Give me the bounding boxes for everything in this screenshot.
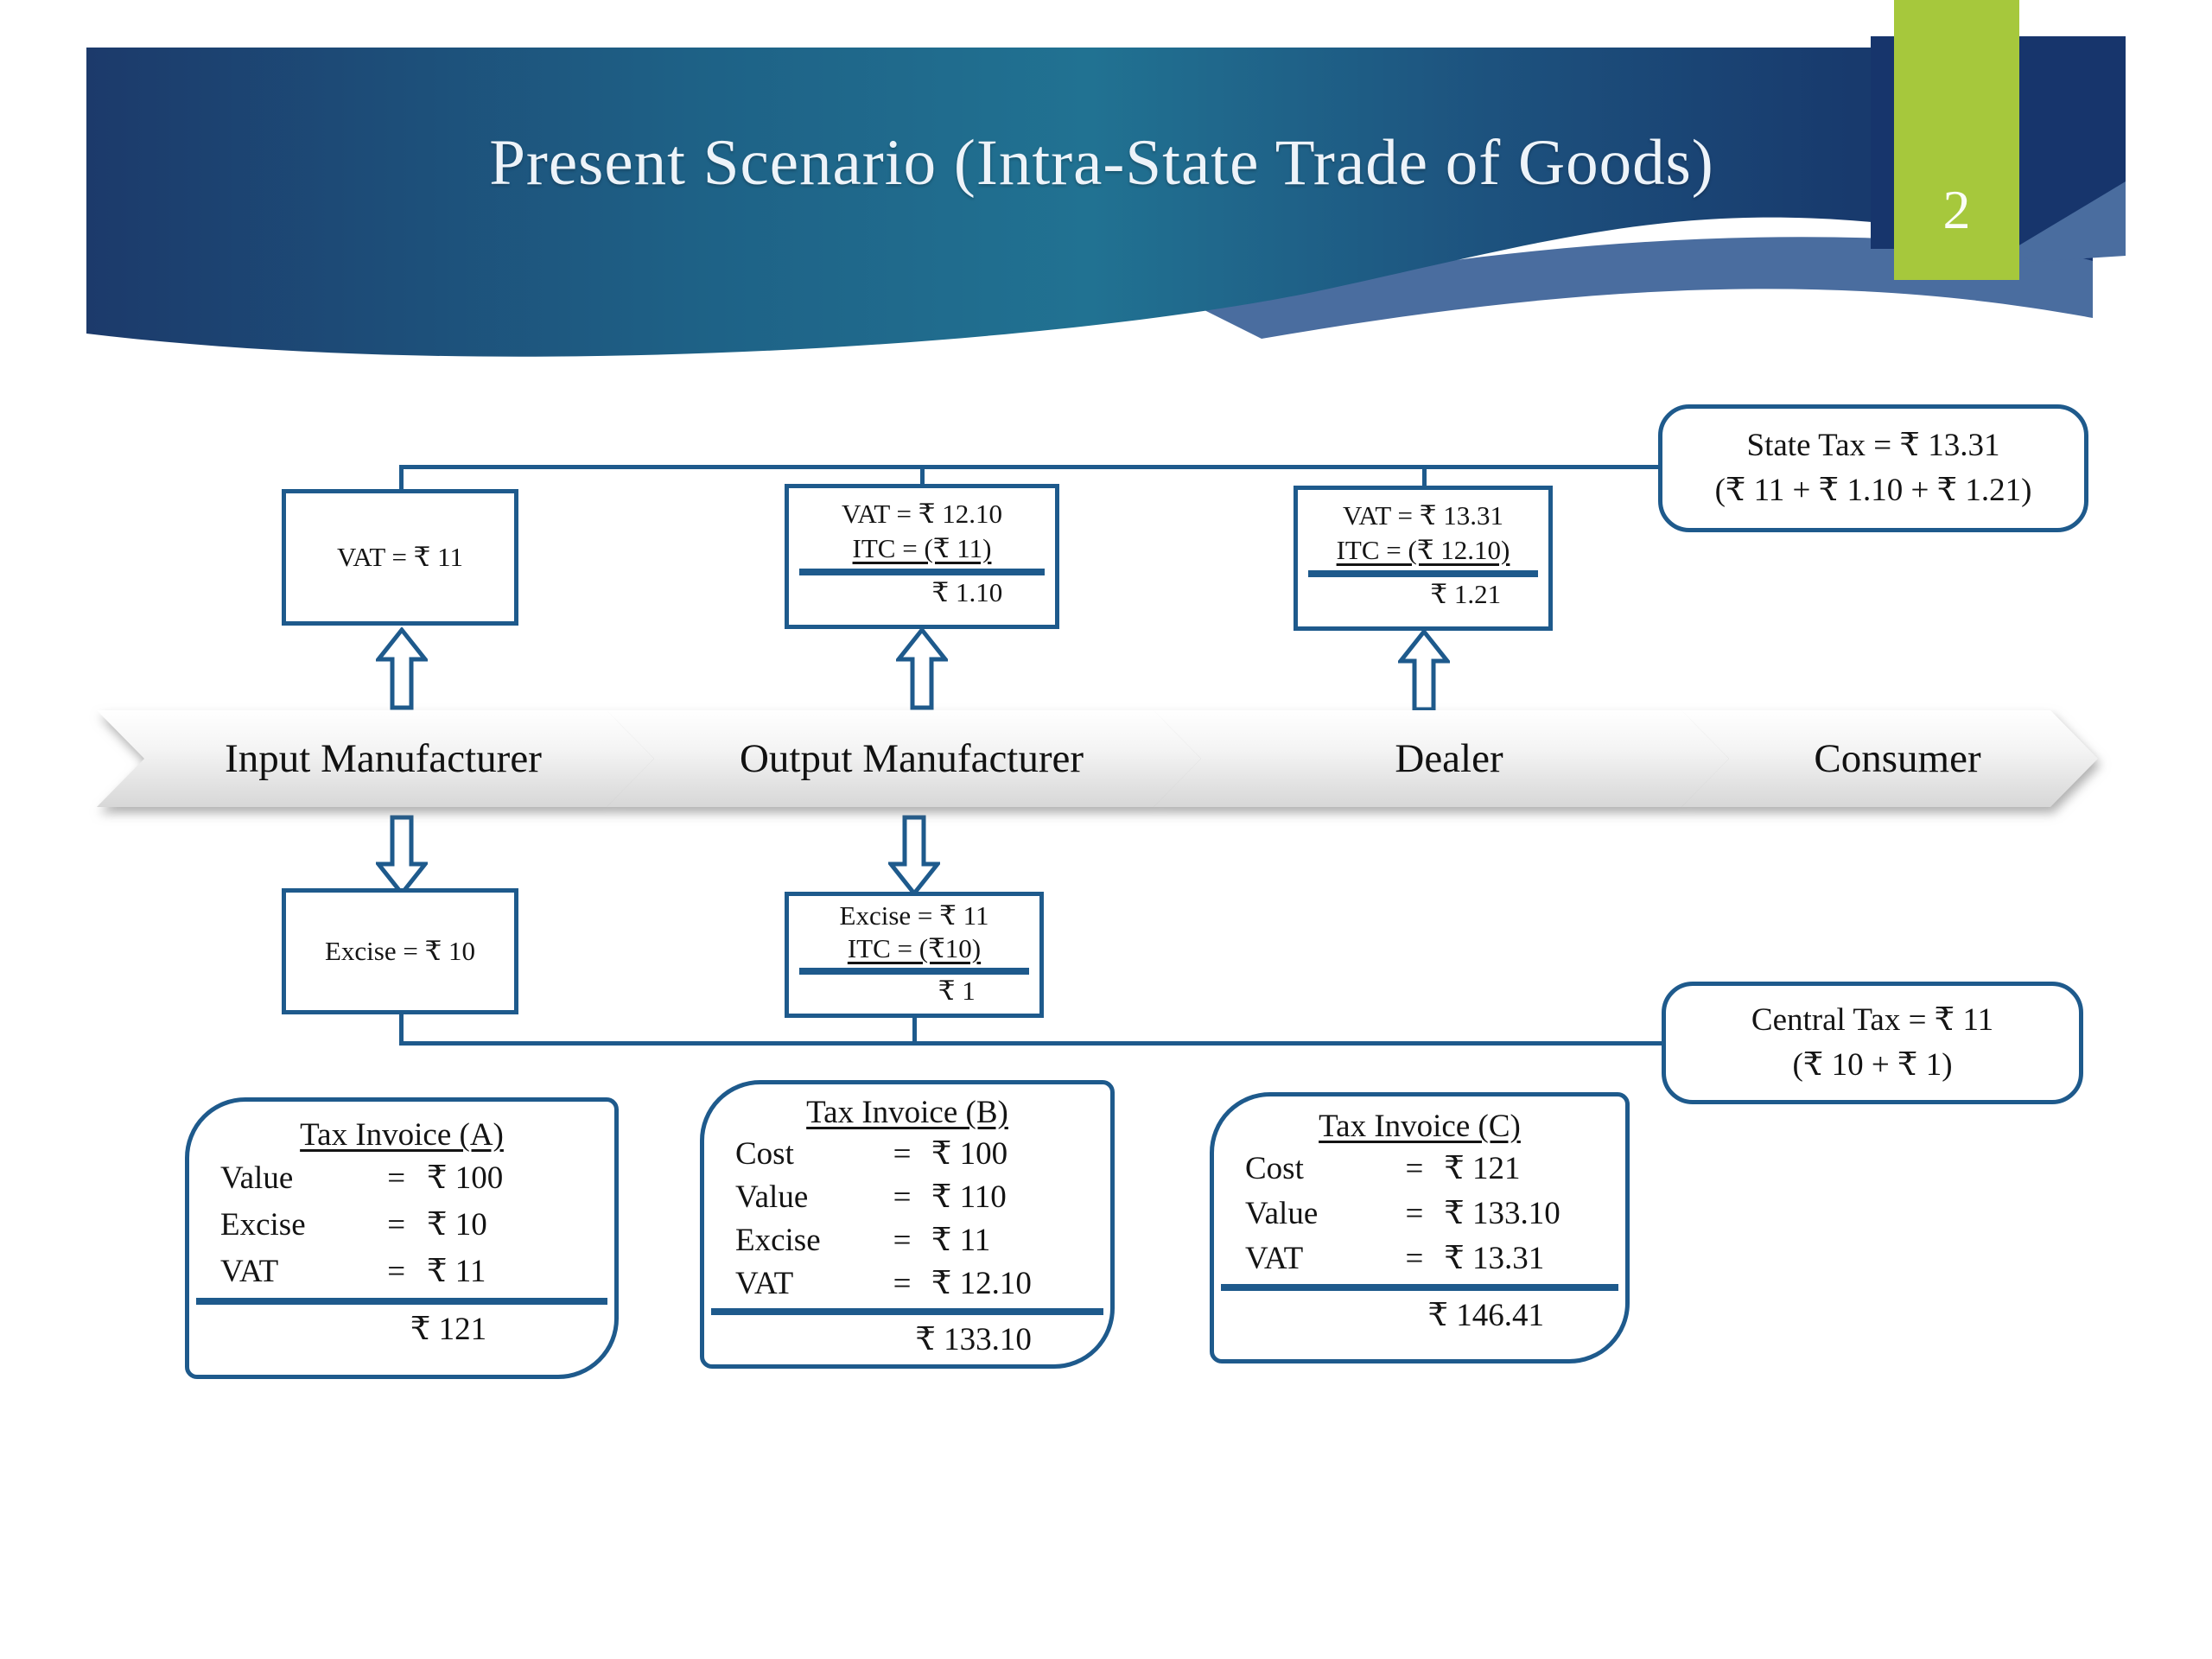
total-rule <box>711 1308 1103 1315</box>
invoice-total: ₹ 146.41 <box>1427 1298 1545 1333</box>
invoice-row: Cost = ₹ 121 <box>1245 1151 1521 1186</box>
net-amount: ₹ 1.21 <box>1430 579 1502 609</box>
excise-box-output-manufacturer: Excise = ₹ 11 ITC = (₹10) ₹ 1 <box>785 892 1044 1018</box>
chevron-input-manufacturer: Input Manufacturer <box>97 710 654 807</box>
total-rule <box>1221 1284 1618 1291</box>
state-tax-total: State Tax = ₹ 13.31 <box>1746 428 2000 463</box>
connector-vat3-stub <box>1422 465 1427 493</box>
invoice-row: Excise = ₹ 10 <box>220 1207 487 1243</box>
total-rule <box>196 1298 607 1305</box>
net-rule <box>799 569 1045 575</box>
up-arrow-output-vat-icon <box>896 627 948 710</box>
tax-invoice-b: Tax Invoice (B) Cost = ₹ 100 Value = ₹ 1… <box>700 1080 1115 1369</box>
invoice-row: Value = ₹ 133.10 <box>1245 1196 1560 1231</box>
invoice-title: Tax Invoice (B) <box>806 1095 1008 1130</box>
itc-amount: ITC = (₹ 12.10) <box>1336 535 1510 565</box>
connector-excise1-stub <box>399 1011 404 1046</box>
net-amount: ₹ 1 <box>938 976 976 1006</box>
stage-label: Output Manufacturer <box>739 736 1084 781</box>
banner-right-light-wedge <box>2013 181 2126 262</box>
invoice-total: ₹ 121 <box>410 1312 487 1347</box>
slide-title: Present Scenario (Intra-State Trade of G… <box>489 127 1714 199</box>
down-arrow-input-excise-icon <box>376 815 428 896</box>
page-number-tab <box>1894 0 2019 280</box>
chevron-dealer: Dealer <box>1154 710 1729 807</box>
vat-box-output-manufacturer: VAT = ₹ 12.10 ITC = (₹ 11) ₹ 1.10 <box>785 484 1059 629</box>
invoice-row: Value = ₹ 100 <box>220 1160 504 1196</box>
invoice-total: ₹ 133.10 <box>915 1322 1032 1357</box>
state-tax-callout: State Tax = ₹ 13.31 (₹ 11 + ₹ 1.10 + ₹ 1… <box>1658 404 2088 532</box>
central-tax-callout: Central Tax = ₹ 11 (₹ 10 + ₹ 1) <box>1662 982 2083 1104</box>
stage-label: Consumer <box>1814 736 1981 781</box>
central-tax-total: Central Tax = ₹ 11 <box>1751 1002 1994 1038</box>
tax-invoice-a: Tax Invoice (A) Value = ₹ 100 Excise = ₹… <box>185 1097 619 1379</box>
up-arrow-dealer-vat-icon <box>1398 629 1450 712</box>
banner-light-swoosh <box>1192 237 2093 339</box>
connector-state-tax-horizontal <box>399 465 1658 469</box>
state-tax-breakdown: (₹ 11 + ₹ 1.10 + ₹ 1.21) <box>1714 473 2032 508</box>
net-rule <box>799 968 1029 975</box>
invoice-title: Tax Invoice (A) <box>300 1117 504 1153</box>
central-tax-breakdown: (₹ 10 + ₹ 1) <box>1792 1047 1953 1083</box>
connector-excise2-stub <box>912 1014 917 1046</box>
invoice-title: Tax Invoice (C) <box>1319 1109 1521 1144</box>
banner-main-swoosh <box>86 48 2093 357</box>
invoice-row: VAT = ₹ 11 <box>220 1254 486 1289</box>
up-arrow-input-vat-icon <box>376 627 428 710</box>
vat-amount: VAT = ₹ 11 <box>336 542 464 572</box>
tax-invoice-c: Tax Invoice (C) Cost = ₹ 121 Value = ₹ 1… <box>1210 1092 1630 1363</box>
vat-box-input-manufacturer: VAT = ₹ 11 <box>282 489 518 626</box>
excise-box-input-manufacturer: Excise = ₹ 10 <box>282 888 518 1014</box>
connector-central-tax-horizontal <box>399 1041 1662 1046</box>
stage-label: Dealer <box>1395 736 1503 781</box>
header-banner-graphic <box>86 0 2126 357</box>
invoice-row: Cost = ₹ 100 <box>735 1136 1008 1172</box>
chevron-consumer: Consumer <box>1681 710 2098 807</box>
invoice-row: VAT = ₹ 13.31 <box>1245 1241 1545 1276</box>
vat-box-dealer: VAT = ₹ 13.31 ITC = (₹ 12.10) ₹ 1.21 <box>1294 486 1553 631</box>
invoice-row: VAT = ₹ 12.10 <box>735 1266 1032 1301</box>
chevron-output-manufacturer: Output Manufacturer <box>607 710 1201 807</box>
down-arrow-output-excise-icon <box>888 815 940 896</box>
excise-amount: Excise = ₹ 10 <box>324 936 476 966</box>
supply-chain-band: Input Manufacturer Output Manufacturer D… <box>0 710 2212 807</box>
itc-amount: ITC = (₹ 11) <box>852 533 992 563</box>
invoice-row: Excise = ₹ 11 <box>735 1223 991 1258</box>
connector-vat2-stub <box>920 465 925 493</box>
excise-amount: Excise = ₹ 11 <box>839 900 989 931</box>
vat-amount: VAT = ₹ 12.10 <box>842 499 1002 529</box>
vat-amount: VAT = ₹ 13.31 <box>1343 500 1503 531</box>
invoice-row: Value = ₹ 110 <box>735 1179 1007 1215</box>
page-number: 2 <box>1942 179 1971 240</box>
stage-label: Input Manufacturer <box>225 736 542 781</box>
net-amount: ₹ 1.10 <box>931 577 1003 607</box>
connector-vat1-stub <box>399 465 404 496</box>
itc-amount: ITC = (₹10) <box>847 933 982 963</box>
net-rule <box>1308 570 1538 577</box>
